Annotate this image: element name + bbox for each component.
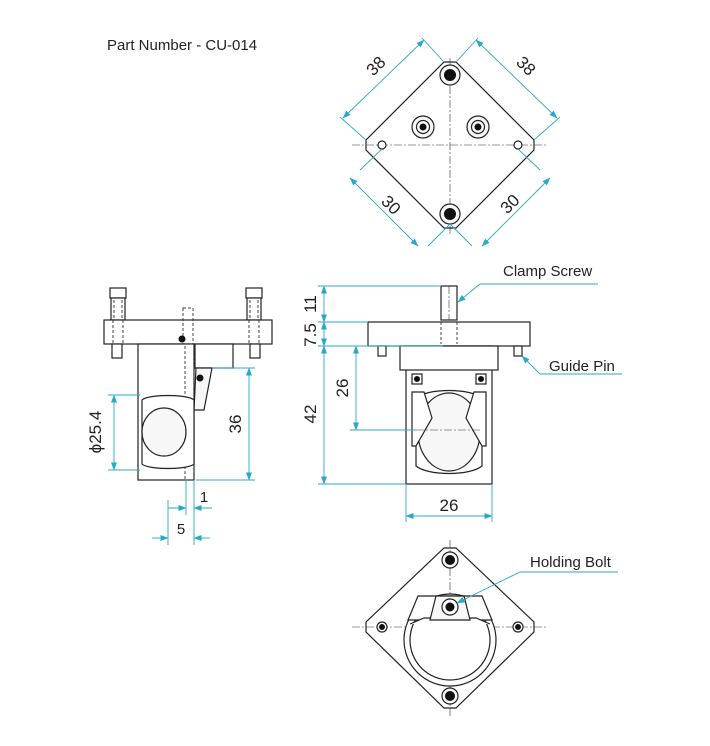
front-view: Clamp Screw Guide Pin 11 7.5 42 26 26 — [301, 263, 622, 522]
dim-one: 1 — [200, 489, 208, 506]
part-number-title: Part Number - CU-014 — [107, 37, 257, 54]
dim-inner-right: 30 — [497, 191, 524, 218]
side-view: ϕ25.4 36 1 5 — [86, 287, 273, 545]
top-view: 38 38 30 30 — [339, 37, 561, 247]
callout-guide-pin: Guide Pin — [549, 358, 615, 375]
guide-pin-left-icon — [377, 345, 387, 357]
dim-26-horizontal: 26 — [440, 496, 459, 515]
dim-inner-left: 30 — [377, 192, 404, 219]
right-hole-icon — [513, 140, 523, 150]
dim-outer-right: 38 — [512, 53, 539, 80]
side-knob-left-icon — [110, 297, 126, 321]
side-pin-right-icon — [249, 343, 261, 359]
guide-pin-right-icon — [513, 345, 523, 357]
dim-26-vertical: 26 — [333, 379, 352, 398]
side-knob-right-icon — [246, 297, 262, 321]
front-plate — [367, 321, 531, 347]
dim-11: 11 — [301, 295, 320, 313]
dim-42: 42 — [301, 405, 320, 424]
callout-holding-bolt: Holding Bolt — [530, 554, 612, 571]
dim-diameter: ϕ25.4 — [86, 411, 105, 454]
dim-7-5: 7.5 — [301, 323, 320, 347]
dim-height: 36 — [226, 415, 245, 434]
side-pin-left-icon — [111, 343, 123, 359]
left-hole-icon — [377, 140, 387, 150]
dim-outer-left: 38 — [363, 53, 390, 80]
callout-clamp-screw: Clamp Screw — [503, 263, 592, 280]
side-plate — [103, 319, 273, 345]
bottom-view: Holding Bolt — [352, 540, 618, 716]
dim-five: 5 — [177, 521, 185, 538]
